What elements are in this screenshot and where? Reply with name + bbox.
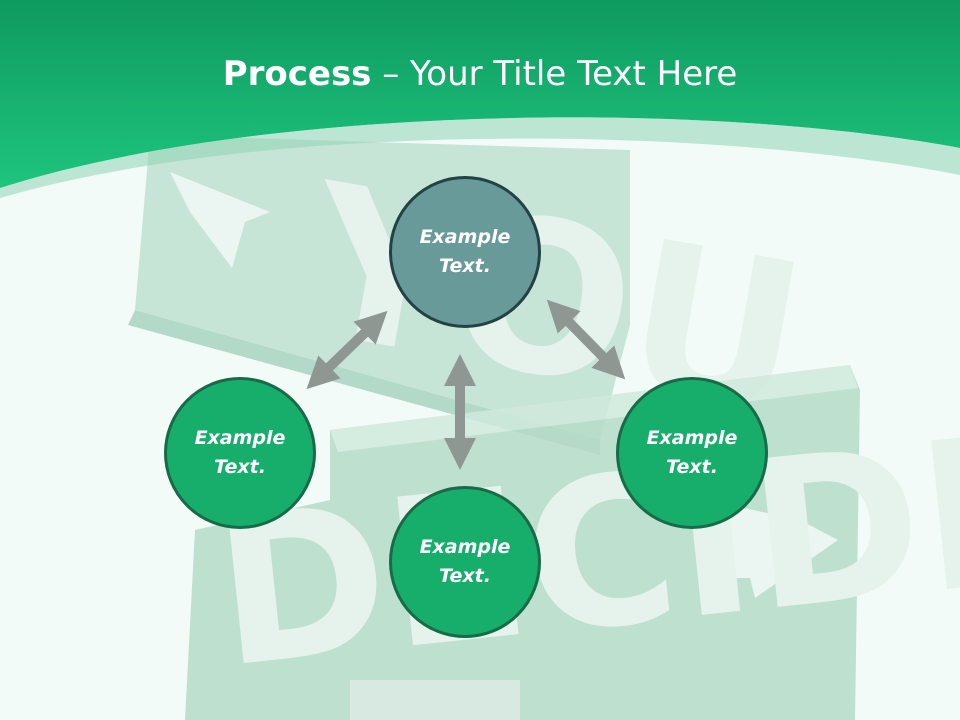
header-band — [0, 0, 960, 188]
title-bold: Process — [222, 54, 372, 94]
node-bottom[interactable]: Example Text. — [389, 486, 541, 638]
title-rest: – Your Title Text Here — [371, 54, 738, 94]
node-bottom-label: Example Text. — [419, 536, 511, 587]
node-top[interactable]: Example Text. — [389, 176, 541, 328]
sign-arrow-left-icon — [170, 172, 270, 268]
node-left-label: Example Text. — [194, 427, 286, 478]
node-top-label: Example Text. — [419, 226, 511, 277]
node-right[interactable]: Example Text. — [616, 377, 768, 529]
arrow-top-left — [306, 310, 388, 390]
page-title: Process – Your Title Text Here — [0, 52, 960, 96]
node-right-label: Example Text. — [646, 427, 738, 478]
header-swoosh — [0, 117, 960, 198]
node-left[interactable]: Example Text. — [164, 377, 316, 529]
sign-arrow-right-icon — [722, 505, 838, 598]
arrow-top-right — [546, 299, 626, 380]
connector-arrows — [306, 299, 626, 471]
